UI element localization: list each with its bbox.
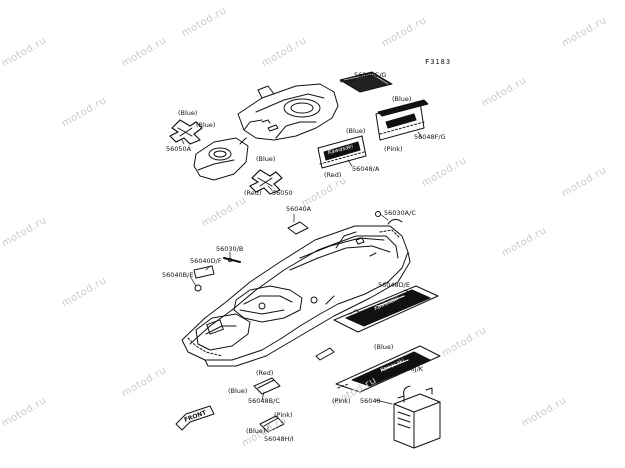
decal-56040A [287, 221, 309, 235]
label-red: (Red) [244, 189, 262, 197]
label-56048JK: 56048J/K [394, 365, 424, 373]
label-blue: (Blue) [228, 387, 248, 395]
decal-56048HI [259, 415, 285, 433]
decal-56048BC [253, 377, 281, 395]
decal-56040DF [193, 265, 215, 292]
label-blue: (Blue) [374, 343, 394, 351]
hood-piece [193, 137, 249, 181]
figure-code: F3183 [425, 58, 452, 66]
label-pink: (Pink) [332, 397, 351, 405]
label-56048BC: 56048B/C [248, 397, 280, 405]
label-56030B: 56030/B [216, 245, 244, 253]
label-56040A: 56040A [286, 205, 312, 213]
battery-box [393, 385, 441, 449]
front-arrow [175, 405, 215, 431]
label-blue: (Blue) [346, 127, 366, 135]
decal-56048DE [315, 285, 439, 361]
label-blue: (Blue) [196, 121, 216, 129]
label-56050: 56050 [272, 189, 293, 197]
label-56030AC: 56030A/C [384, 209, 416, 217]
label-56048A: 56048/A [352, 165, 380, 173]
label-56040CG: 56040C/G [354, 71, 387, 79]
decal-56030B [223, 257, 241, 263]
label-blue: (Blue) [178, 109, 198, 117]
hull-body [181, 225, 411, 367]
label-blue: (Blue) [392, 95, 412, 103]
label-pink: (Pink) [274, 411, 293, 419]
label-56040DF: 56040D/F [190, 257, 222, 265]
label-56048DE: 56048D/E [378, 281, 410, 289]
decal-56050 [249, 169, 283, 195]
label-blue: (Blue) [256, 155, 276, 163]
decal-56050A [169, 119, 203, 145]
label-red: (Red) [256, 369, 274, 377]
decal-56040CG [339, 71, 393, 93]
label-56050A: 56050A [166, 145, 192, 153]
label-blue: (Blue) [246, 427, 266, 435]
label-red: (Red) [324, 171, 342, 179]
label-56048FG: 56048F/G [414, 133, 446, 141]
decal-56048A [317, 135, 367, 169]
engine-cover [237, 83, 339, 141]
label-56040BE: 56040B/E [162, 271, 194, 279]
label-56040: 56040 [360, 397, 381, 405]
label-pink: (Pink) [384, 145, 403, 153]
label-56048HI: 56048H/I [264, 435, 294, 443]
decal-56048FG [375, 99, 429, 141]
